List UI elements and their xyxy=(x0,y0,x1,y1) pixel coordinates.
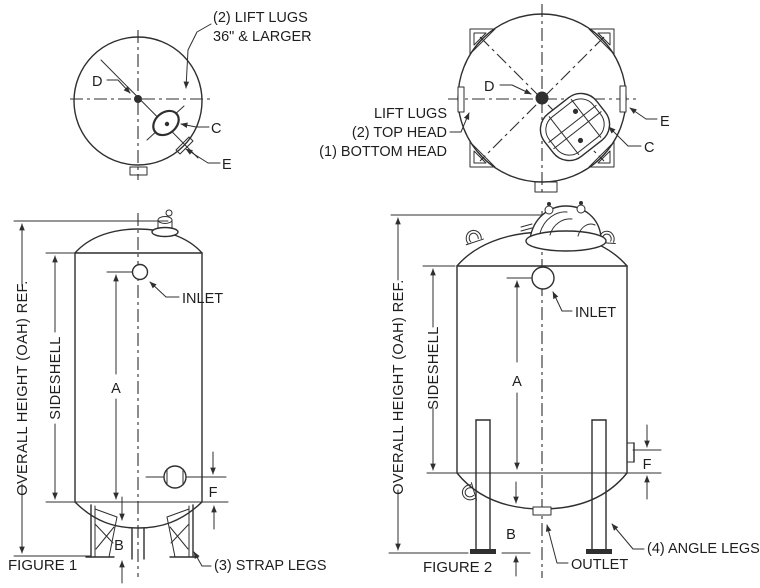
figure1-elevation: F INLET A B SIDESHELL OVERALL HEIGHT (OA… xyxy=(8,209,327,584)
manway-top-view xyxy=(539,92,611,162)
lift-lugs-leader xyxy=(183,23,212,89)
center-point xyxy=(134,95,142,103)
dim-f-label: F xyxy=(643,457,652,473)
angle-legs-leader xyxy=(611,523,645,550)
oah-label: OVERALL HEIGHT (OAH) REF. xyxy=(15,280,31,495)
top-head xyxy=(74,228,203,254)
label-e-leader xyxy=(629,107,658,120)
outlet-drain xyxy=(532,506,552,516)
label-d-leader xyxy=(106,79,131,94)
label-c: C xyxy=(211,121,221,137)
inlet-label: INLET xyxy=(575,305,616,321)
label-e: E xyxy=(222,157,232,173)
angle-leg-bracket-ul xyxy=(469,28,496,55)
inlet-leader xyxy=(149,281,180,298)
sideshell-label: SIDESHELL xyxy=(48,336,64,419)
lug-plate xyxy=(175,136,194,155)
head-outline xyxy=(73,36,203,166)
lift-lugs-leader xyxy=(449,112,470,133)
angle-legs-note: (4) ANGLE LEGS xyxy=(647,541,760,557)
angle-leg-bracket-ur xyxy=(588,28,615,55)
label-d: D xyxy=(92,74,102,90)
bottom-tab xyxy=(534,181,558,193)
strap-legs-note: (3) STRAP LEGS xyxy=(214,558,327,574)
dim-b-label: B xyxy=(114,538,124,554)
top-view-figure2: LIFT LUGS (2) TOP HEAD (1) BOTTOM HEAD D… xyxy=(319,4,670,194)
lift-lugs-note-line2: (2) TOP HEAD xyxy=(352,125,447,141)
lift-lugs-note-line3: (1) BOTTOM HEAD xyxy=(319,144,447,160)
lift-lugs-note-line2: 36" & LARGER xyxy=(213,29,312,45)
strap-legs-leader xyxy=(193,551,212,567)
lift-lugs-note-line1: (2) LIFT LUGS xyxy=(213,10,308,26)
bottom-head-lug xyxy=(460,481,477,503)
diagonal-line xyxy=(100,59,199,159)
manway-assembly xyxy=(520,201,607,252)
figure2-caption: FIGURE 2 xyxy=(423,559,492,576)
figure1-caption: FIGURE 1 xyxy=(8,557,77,574)
top-fitting xyxy=(151,209,179,238)
lift-lug-right xyxy=(619,85,627,113)
top-view-figure1: (2) LIFT LUGS 36" & LARGER D C E xyxy=(70,10,312,180)
outlet-label: OUTLET xyxy=(571,557,628,573)
angle-legs xyxy=(470,419,612,554)
label-e-leader xyxy=(185,148,221,164)
drain-coupling xyxy=(163,465,187,489)
figure2-elevation: INLET A F B SIDESHELL OVERALL HEIGHT (O xyxy=(388,201,760,578)
inlet-leader xyxy=(552,291,573,312)
lift-lugs-note-line1: LIFT LUGS xyxy=(374,106,447,122)
bottom-drain xyxy=(128,527,148,560)
bottom-tab xyxy=(129,166,148,176)
outlet-leader xyxy=(545,524,569,564)
label-c-leader xyxy=(180,122,210,129)
strap-legs xyxy=(85,504,199,558)
inlet-nozzle xyxy=(131,263,149,281)
angle-leg-bracket-ll xyxy=(469,141,496,168)
oah-label: OVERALL HEIGHT (OAH) REF. xyxy=(391,279,407,494)
dim-a-label: A xyxy=(512,374,522,390)
label-c: C xyxy=(644,140,654,156)
lift-lug-left xyxy=(457,86,465,113)
dim-a-label: A xyxy=(111,381,121,397)
diagonal-centerline-2 xyxy=(479,36,605,162)
center-point xyxy=(535,91,549,105)
label-d-leader xyxy=(499,84,532,95)
inlet-nozzle xyxy=(531,266,555,290)
label-c-leader xyxy=(608,126,642,147)
label-e: E xyxy=(660,114,670,130)
dim-f-label: F xyxy=(209,485,218,501)
side-fitting xyxy=(626,442,635,463)
inlet-center-dot xyxy=(164,121,170,127)
label-d: D xyxy=(484,79,494,95)
sideshell-label: SIDESHELL xyxy=(426,326,442,409)
dim-b-label: B xyxy=(506,527,516,543)
dome-lug-left xyxy=(463,228,485,246)
inlet-label: INLET xyxy=(182,291,223,307)
